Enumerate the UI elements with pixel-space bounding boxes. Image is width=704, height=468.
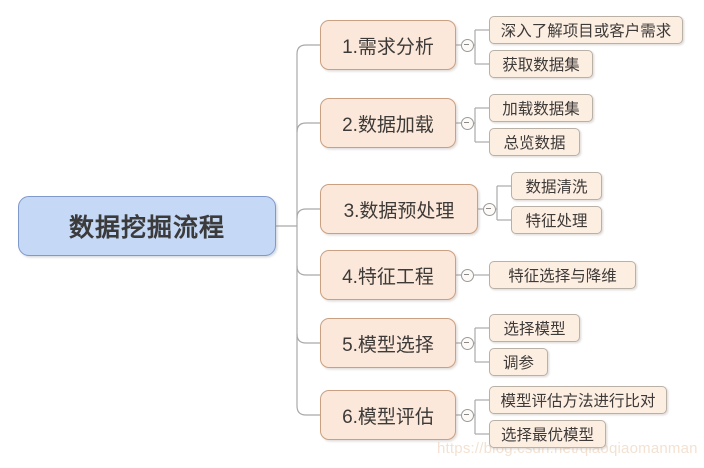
collapse-toggle-5[interactable] — [461, 337, 474, 350]
branch-connector-6 — [296, 405, 320, 416]
branch-node-3[interactable]: 3.数据预处理 — [320, 184, 478, 234]
collapse-toggle-4[interactable] — [461, 269, 474, 282]
leaf-node-3-2[interactable]: 特征处理 — [511, 206, 602, 234]
collapse-toggle-1[interactable] — [461, 39, 474, 52]
leaf-node-6-1[interactable]: 模型评估方法进行比对 — [489, 386, 667, 414]
branch-connector-4 — [296, 265, 320, 276]
leaf-node-2-1[interactable]: 加载数据集 — [489, 94, 593, 122]
leaf-node-3-1[interactable]: 数据清洗 — [511, 172, 602, 200]
collapse-toggle-3[interactable] — [483, 203, 496, 216]
branch-connector-2 — [296, 122, 320, 133]
leaf-node-5-2[interactable]: 调参 — [489, 348, 548, 376]
collapse-toggle-6[interactable] — [461, 409, 474, 422]
leaf-node-5-1[interactable]: 选择模型 — [489, 314, 580, 342]
leaf-node-2-2[interactable]: 总览数据 — [489, 128, 580, 156]
branch-node-2[interactable]: 2.数据加载 — [320, 98, 456, 148]
branch-connector-5 — [296, 333, 320, 344]
root-node[interactable]: 数据挖掘流程 — [18, 196, 276, 256]
branch-node-4[interactable]: 4.特征工程 — [320, 250, 456, 300]
branch-node-5[interactable]: 5.模型选择 — [320, 318, 456, 368]
branch-node-1[interactable]: 1.需求分析 — [320, 20, 456, 70]
collapse-toggle-2[interactable] — [461, 117, 474, 130]
branch-connector-1 — [296, 44, 320, 55]
branch-node-6[interactable]: 6.模型评估 — [320, 390, 456, 440]
leaf-node-4-1[interactable]: 特征选择与降维 — [489, 261, 636, 289]
leaf-node-1-1[interactable]: 深入了解项目或客户需求 — [489, 16, 683, 44]
leaf-node-1-2[interactable]: 获取数据集 — [489, 50, 593, 78]
branch-connector-3 — [296, 208, 320, 219]
leaf-node-6-2[interactable]: 选择最优模型 — [489, 420, 606, 448]
